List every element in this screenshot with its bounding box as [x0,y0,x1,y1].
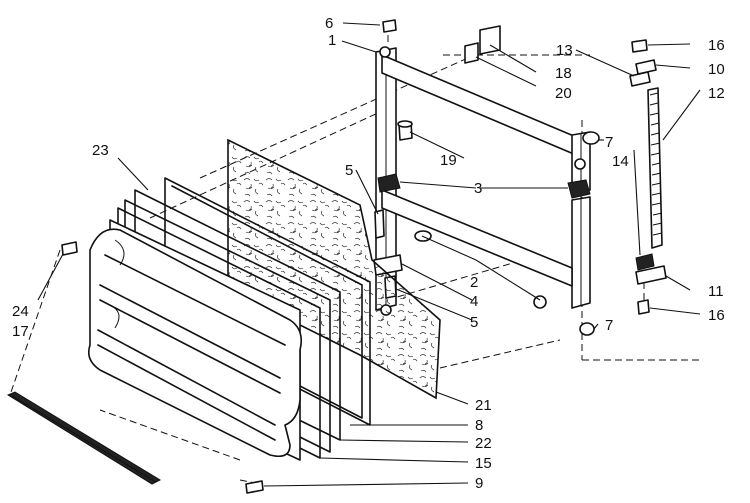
lower-hinge [635,253,667,285]
callout-16-top: 16 [708,37,725,54]
callout-8: 8 [475,417,483,434]
callout-3: 3 [474,180,482,197]
cap-pieces [629,59,657,87]
hinge-rod [647,87,663,249]
callout-24: 24 [12,303,29,320]
callout-6: 6 [325,15,333,32]
callout-15: 15 [475,455,492,472]
callout-13: 13 [556,42,573,59]
callout-2: 2 [470,274,478,291]
callout-5-lower: 5 [470,314,478,331]
callout-20: 20 [555,85,572,102]
callout-22: 22 [475,435,492,452]
hinge-brackets [377,173,591,199]
callout-7-top: 7 [605,134,613,151]
callout-1: 1 [328,32,336,49]
callout-21: 21 [475,397,492,414]
callout-23: 23 [92,142,109,159]
callout-10: 10 [708,61,725,78]
callout-9: 9 [475,475,483,492]
trim-strip [6,391,162,485]
callout-18: 18 [555,65,572,82]
callout-7-bottom: 7 [605,317,613,334]
leader-lines [37,22,701,487]
callout-12: 12 [708,85,725,102]
outer-door [87,219,303,461]
callout-4: 4 [470,293,478,310]
callout-11: 11 [708,283,724,300]
callout-19: 19 [440,152,457,169]
callout-14: 14 [612,153,629,170]
callout-17: 17 [12,323,29,340]
callout-5-upper: 5 [345,162,353,179]
callout-16-bottom: 16 [708,307,725,324]
callout-labels: 6 1 13 18 20 16 10 12 7 14 19 3 5 2 4 5 … [12,15,725,492]
